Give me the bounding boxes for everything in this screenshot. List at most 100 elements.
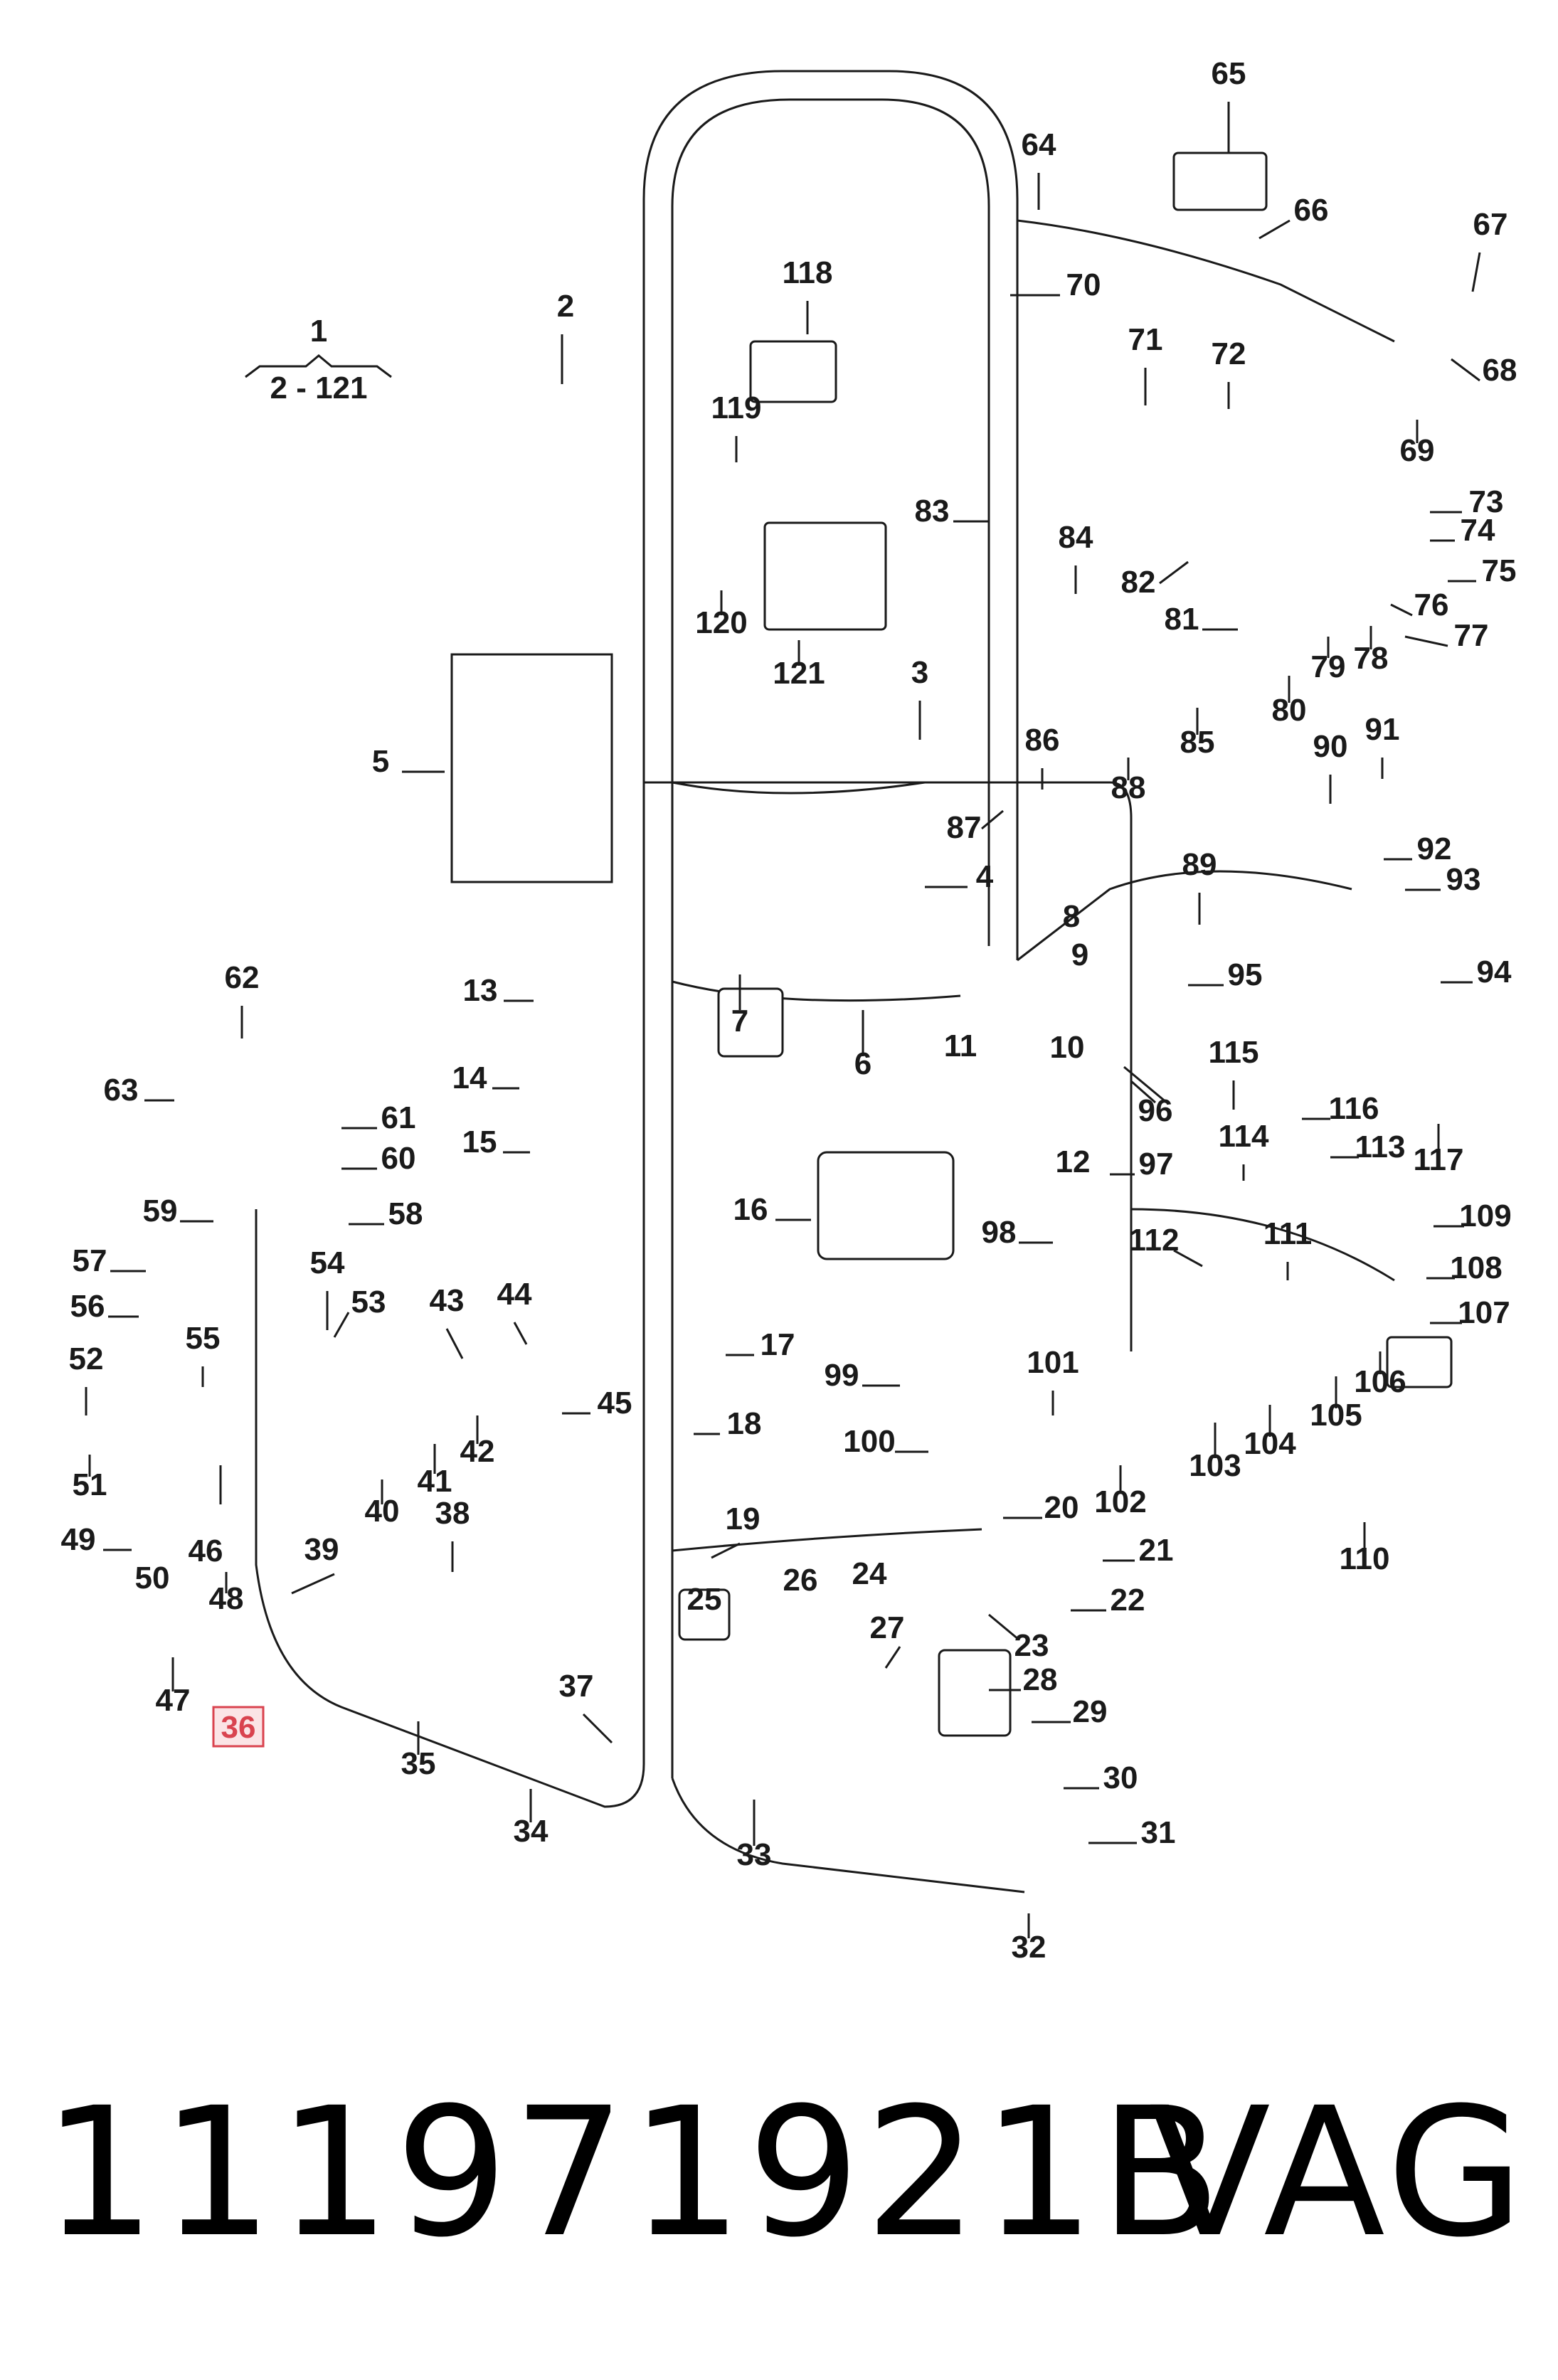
part-number: 111971921B	[43, 2069, 1226, 2276]
group-label: 1 2 - 121	[245, 314, 392, 405]
callout-label-113: 113	[1355, 1130, 1406, 1164]
group-label-number: 1	[310, 314, 327, 349]
callout-label-55: 55	[186, 1321, 221, 1356]
callout-label-2: 2	[557, 289, 574, 324]
callout-label-69: 69	[1400, 433, 1435, 468]
callout-label-119: 119	[711, 391, 762, 425]
callout-label-29: 29	[1073, 1694, 1108, 1729]
callout-label-81: 81	[1165, 602, 1199, 637]
callout-label-26: 26	[783, 1563, 818, 1598]
leader-line	[1451, 358, 1480, 382]
wiring-harness-diagram: 1 2 - 121 36 234567891011121314151617181…	[61, 56, 1517, 1965]
callout-label-101: 101	[1027, 1345, 1079, 1380]
callout-label-27: 27	[870, 1610, 905, 1645]
callout-label-121: 121	[773, 656, 825, 691]
callout-label-104: 104	[1244, 1426, 1296, 1461]
callout-label-18: 18	[727, 1406, 762, 1441]
callout-label-73: 73	[1469, 484, 1504, 519]
callout-label-24: 24	[852, 1556, 887, 1591]
callout-label-76: 76	[1414, 588, 1449, 622]
callout-label-34: 34	[514, 1814, 549, 1849]
callout-label-72: 72	[1212, 336, 1246, 371]
callout-label-15: 15	[462, 1125, 497, 1159]
callout-label-9: 9	[1071, 937, 1088, 972]
callout-label-106: 106	[1354, 1364, 1406, 1399]
leader-line	[1258, 219, 1291, 240]
callout-label-86: 86	[1025, 723, 1060, 758]
callout-label-87: 87	[947, 810, 982, 845]
callout-label-50: 50	[135, 1561, 170, 1595]
callout-label-95: 95	[1228, 957, 1263, 992]
callout-label-100: 100	[843, 1424, 895, 1459]
callout-label-96: 96	[1138, 1093, 1173, 1128]
callout-label-62: 62	[225, 960, 260, 995]
callout-label-33: 33	[737, 1837, 772, 1872]
callout-label-89: 89	[1182, 847, 1217, 882]
callout-label-17: 17	[761, 1327, 795, 1362]
callout-label-54: 54	[310, 1245, 345, 1280]
callout-label-93: 93	[1446, 862, 1481, 897]
callout-label-98: 98	[982, 1215, 1017, 1250]
callout-label-7: 7	[731, 1004, 748, 1038]
harness-parts	[450, 152, 1453, 1737]
callout-label-42: 42	[460, 1434, 495, 1469]
callout-label-11: 11	[944, 1029, 977, 1063]
leader-line	[988, 1613, 1019, 1641]
callout-label-21: 21	[1139, 1533, 1174, 1568]
callout-label-28: 28	[1023, 1662, 1058, 1697]
callout-label-115: 115	[1209, 1035, 1259, 1070]
callout-label-38: 38	[435, 1496, 470, 1531]
callout-label-110: 110	[1340, 1541, 1390, 1576]
callout-label-70: 70	[1066, 267, 1101, 302]
callout-label-107: 107	[1458, 1295, 1510, 1330]
callout-label-75: 75	[1482, 553, 1517, 588]
callout-label-19: 19	[726, 1502, 761, 1536]
callout-label-5: 5	[372, 744, 389, 779]
callout-label-74: 74	[1461, 513, 1495, 548]
callout-label-114: 114	[1219, 1119, 1270, 1154]
callout-label-65: 65	[1212, 56, 1246, 91]
callout-label-51: 51	[73, 1467, 107, 1502]
callout-label-57: 57	[73, 1243, 107, 1278]
callout-label-66: 66	[1294, 193, 1329, 228]
callout-label-14: 14	[452, 1061, 487, 1095]
callout-label-56: 56	[70, 1289, 105, 1324]
leader-line	[1173, 1249, 1203, 1268]
callout-label-46: 46	[189, 1534, 223, 1568]
callout-label-80: 80	[1272, 693, 1307, 728]
leader-line	[711, 1542, 741, 1559]
callout-label-88: 88	[1111, 770, 1146, 805]
callout-label-94: 94	[1477, 955, 1512, 989]
callout-label-112: 112	[1129, 1223, 1180, 1258]
callout-label-109: 109	[1459, 1199, 1511, 1233]
callout-label-35: 35	[401, 1746, 436, 1781]
callout-label-61: 61	[381, 1100, 416, 1135]
highlighted-callout: 36	[212, 1706, 265, 1748]
leader-line	[1159, 561, 1189, 585]
callout-label-111: 111	[1263, 1216, 1313, 1251]
callout-label-60: 60	[381, 1141, 416, 1176]
callout-label-64: 64	[1022, 127, 1056, 162]
svg-text:36: 36	[221, 1710, 256, 1745]
callout-label-105: 105	[1310, 1398, 1362, 1433]
callout-label-77: 77	[1454, 618, 1489, 653]
callout-label-58: 58	[388, 1196, 423, 1231]
callout-label-20: 20	[1044, 1490, 1079, 1525]
callout-label-97: 97	[1139, 1147, 1174, 1181]
callout-label-41: 41	[418, 1464, 452, 1499]
callout-label-4: 4	[976, 859, 994, 894]
callout-label-31: 31	[1141, 1815, 1176, 1850]
callout-label-16: 16	[733, 1192, 768, 1227]
leader-line	[513, 1322, 528, 1345]
leader-line	[1123, 1066, 1167, 1104]
leader-line	[333, 1312, 350, 1338]
callout-label-117: 117	[1414, 1142, 1464, 1177]
callout-label-13: 13	[463, 973, 498, 1008]
callout-label-44: 44	[497, 1277, 532, 1312]
callout-label-118: 118	[783, 255, 833, 290]
callout-label-103: 103	[1189, 1448, 1241, 1483]
leader-line	[981, 809, 1004, 830]
callout-label-45: 45	[598, 1386, 632, 1420]
callout-label-92: 92	[1417, 832, 1452, 866]
